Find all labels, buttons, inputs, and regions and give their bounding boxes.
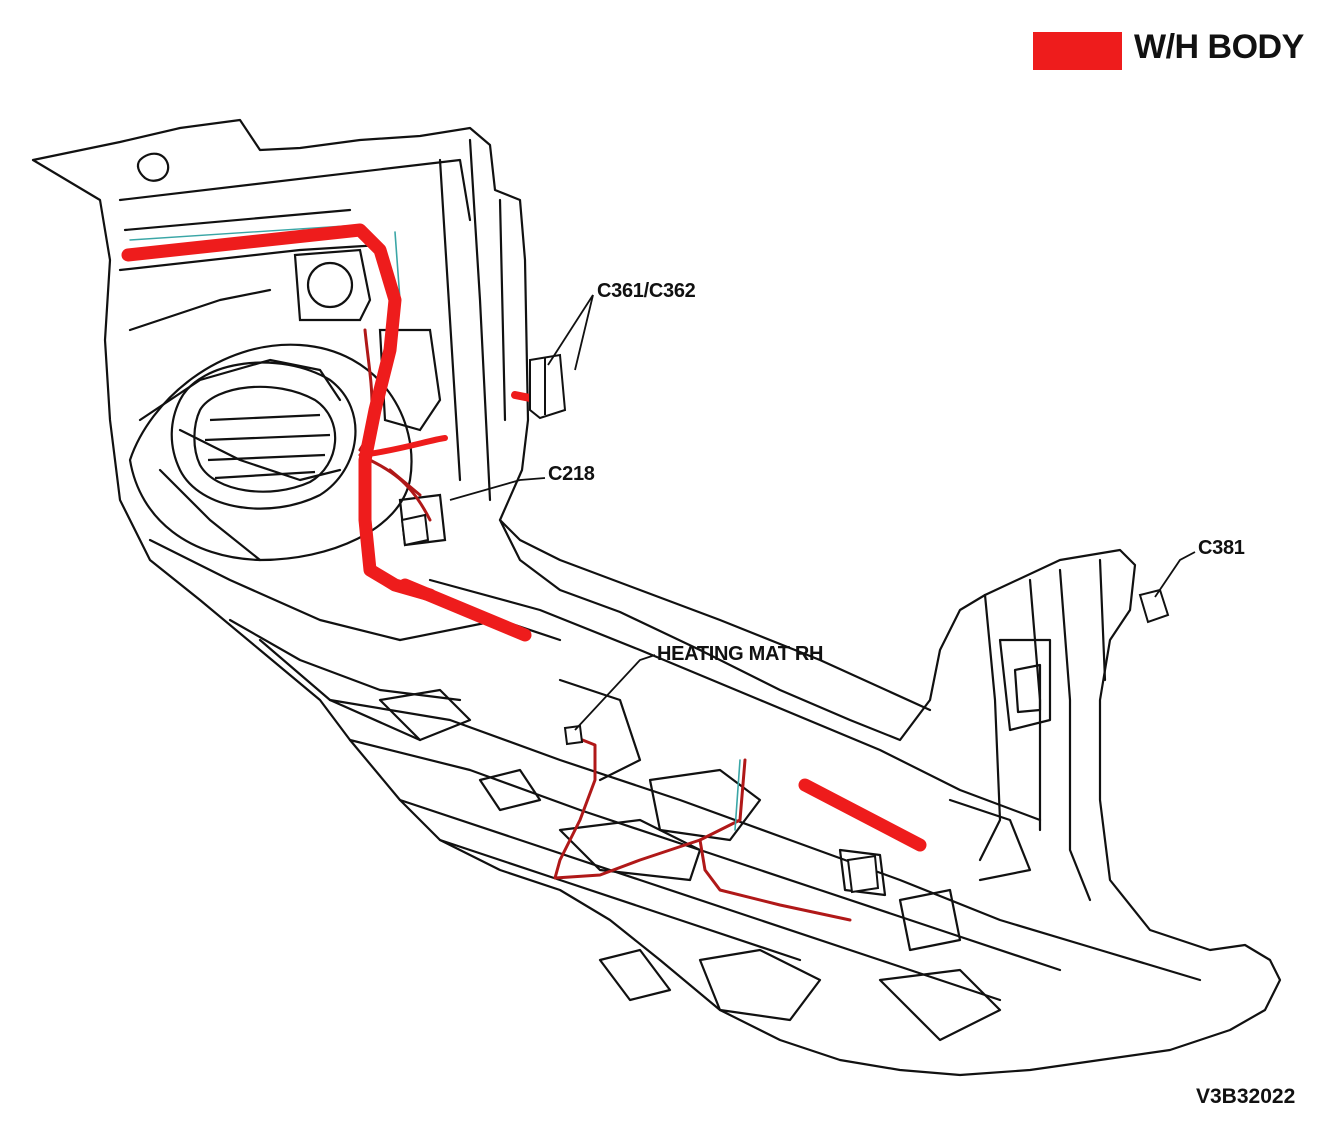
legend-swatch [1033, 32, 1122, 70]
legend-label: W/H BODY [1134, 28, 1304, 66]
leader-heating-mat [574, 654, 656, 731]
connector-c381-shape [1138, 588, 1170, 624]
leader-lines [449, 294, 1196, 731]
callout-c218: C218 [548, 463, 595, 485]
connectors [400, 353, 1170, 894]
connector-heating-mat-shape [563, 724, 584, 746]
secondary-wires [129, 224, 852, 922]
body-harness [121, 223, 927, 852]
wheel-tower [136, 152, 447, 547]
body-panel-outline [31, 118, 1282, 1077]
callout-c361-c362: C361/C362 [597, 280, 696, 302]
connector-c361-c362-shape [529, 353, 567, 420]
spare-tire-well [128, 343, 413, 562]
leader-c218 [449, 477, 546, 501]
callout-c381: C381 [1198, 537, 1245, 559]
callout-heating-mat-rh: HEATING MAT RH [657, 643, 824, 665]
leader-c361-c362 [547, 294, 594, 366]
leader-c381 [1154, 551, 1196, 598]
connector-c218-shape [400, 513, 430, 547]
figure-code: V3B32022 [1196, 1085, 1296, 1108]
